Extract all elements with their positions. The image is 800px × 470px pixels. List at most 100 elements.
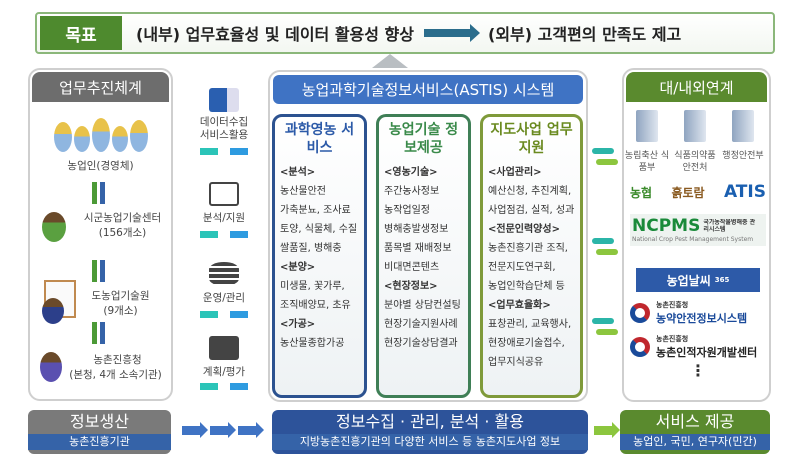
mid-step-analysis: 분석/지원	[182, 182, 266, 238]
more-ellipsis: ⋮	[690, 361, 706, 380]
list-item: 비대면콘텐츠	[384, 262, 440, 273]
list-item: 농촌진흥기관 조직,	[488, 243, 568, 254]
org-mfds: 식품의약품 안전처	[674, 151, 716, 173]
farmers-icon	[30, 112, 171, 152]
list-item: 주간농사정보	[384, 186, 440, 197]
org-mois: 행정안전부	[722, 151, 764, 161]
right-arrow-icon	[210, 422, 236, 438]
external-links-panel: 대/내외연계 농림축산 식품부 식품의약품 안전처 행정안전부 농협 흙토람 A…	[622, 68, 771, 402]
right-arrow-icon	[594, 422, 620, 438]
work-structure-panel: 업무추진체계 농업인(경영체) 시군농업기술센터 (156개소) 도농업기술원 …	[28, 68, 173, 401]
category-heading: <전문인력양성>	[488, 224, 560, 235]
list-item: 쌀품질, 병해충	[280, 243, 342, 254]
rda1-name: 농약안전정보시스템	[656, 312, 748, 325]
bidirectional-arrow-icon	[182, 148, 266, 155]
goal-label: 목표	[40, 16, 122, 50]
list-item: 미생물, 꽃가루,	[280, 281, 345, 292]
list-item: 예산신청, 추진계획,	[488, 186, 572, 197]
node-city-center: 시군농업기술센터 (156개소)	[30, 210, 171, 242]
exchange-arrows-icon	[92, 260, 105, 282]
list-item: 병해충발생정보	[384, 224, 449, 235]
person-icon	[42, 298, 64, 324]
taegeuk-icon	[630, 303, 650, 323]
category-heading: <분석>	[280, 167, 316, 178]
column-guidance-support: 지도사업 업무지원 <사업관리>예산신청, 추진계획,사업점검, 실적, 성과<…	[480, 114, 583, 398]
sync-arrows-icon	[592, 238, 620, 256]
category-heading: <가공>	[280, 319, 316, 330]
ncpms-logo[interactable]: NCPMS 국가농작물병해충 관리시스템 National Crop Pest …	[630, 214, 766, 246]
logo-row: 농협 흙토람 ATIS	[630, 182, 766, 202]
weather-name: 농업날씨	[666, 273, 711, 288]
category-heading: <영농기술>	[384, 167, 438, 178]
node-name: 농업인(경영체)	[67, 160, 134, 172]
mid-step-planning: 계획/평가	[182, 336, 266, 390]
node-name: 농촌진흥청	[93, 354, 142, 366]
presentation-icon	[209, 336, 239, 360]
node-sub: (본청, 4개 소속기관)	[69, 369, 162, 381]
column-title: 과학영농 서비스	[284, 122, 355, 156]
category-heading: <업무효율화>	[488, 300, 551, 311]
person-laptop-icon	[42, 212, 66, 242]
info-production-box: 정보생산 농촌진흥기관	[28, 410, 171, 454]
right-arrow-icon	[238, 422, 264, 438]
list-item: 전문지도연구회,	[488, 262, 556, 273]
service-provision-box: 서비스 제공 농업인, 국민, 연구자(민간)	[620, 410, 770, 454]
goal-external: (외부) 고객편의 만족도 제고	[488, 25, 682, 44]
list-item: 분야별 상담컨설팅	[384, 300, 461, 311]
node-rda: 농촌진흥청 (본청, 4개 소속기관)	[30, 352, 171, 382]
goal-internal: (내부) 업무효율성 및 데이터 활용성 향상	[136, 25, 414, 44]
list-item: 농작업일정	[384, 205, 430, 216]
box-sub: 농촌진흥기관	[28, 434, 171, 450]
list-item: 표창관리, 교육행사,	[488, 319, 572, 330]
list-item: 토양, 식물체, 수질	[280, 224, 358, 235]
bidirectional-arrow-icon	[182, 311, 266, 318]
list-item: 현장애로기술접수,	[488, 338, 565, 349]
person-laptop-icon	[40, 352, 62, 382]
ncpms-kr: 국가농작물병해충 관리시스템	[703, 219, 756, 233]
mid-label: 분석/지원	[202, 212, 246, 224]
building-icon	[732, 110, 754, 142]
astis-system-panel: 농업과학기술정보서비스(ASTIS) 시스템 과학영농 서비스 <분석> 농산물안…	[268, 70, 588, 402]
mid-label: 데이터수집 서비스활용	[199, 116, 249, 141]
panel-title: 농업과학기술정보서비스(ASTIS) 시스템	[273, 75, 583, 104]
list-item: 현장기술지원사례	[384, 319, 458, 330]
mid-step-operation: 운영/관리	[182, 262, 266, 318]
info-collection-box: 정보수집 · 관리, 분석 · 활용 지방농촌진흥기관의 다양한 서비스 등 농…	[272, 410, 588, 454]
rda-label: 농촌진흥청	[656, 335, 689, 343]
node-name: 도농업기술원	[91, 290, 150, 302]
list-item: 현장기술상담결과	[384, 338, 458, 349]
mid-label: 운영/관리	[202, 292, 246, 304]
list-item: 품목별 재배정보	[384, 243, 452, 254]
list-item: 업무지식공유	[488, 357, 544, 368]
column-title: 농업기술 정보제공	[388, 122, 459, 156]
mid-label: 계획/평가	[202, 366, 246, 378]
ncpms-name: NCPMS	[632, 216, 701, 236]
coins-icon	[209, 262, 239, 286]
atis-logo[interactable]: ATIS	[723, 182, 766, 202]
exchange-arrows-icon	[92, 182, 105, 204]
category-heading: <사업관리>	[488, 167, 542, 178]
node-farmers: 농업인(경영체)	[30, 112, 171, 173]
list-item: 가축분뇨, 조사료	[280, 205, 351, 216]
monitor-chart-icon	[209, 182, 239, 206]
category-heading: <현장정보>	[384, 281, 438, 292]
right-arrow-icon	[182, 422, 208, 438]
column-title: 지도사업 업무지원	[490, 122, 573, 156]
mid-step-data: 데이터수집 서비스활용	[182, 88, 266, 155]
node-name: 시군농업기술센터	[83, 212, 162, 224]
ncpms-en: National Crop Pest Management System	[632, 236, 754, 243]
heuktoram-logo[interactable]: 흙토람	[671, 185, 705, 200]
list-item: 조직배양묘, 초유	[280, 300, 351, 311]
exchange-arrows-icon	[92, 322, 105, 344]
node-sub: (9개소)	[103, 305, 138, 317]
nonghyup-logo[interactable]: 농협	[630, 185, 653, 200]
list-item: 농산물안전	[280, 186, 326, 197]
up-arrow-icon	[372, 54, 408, 68]
rda-label: 농촌진흥청	[656, 301, 689, 309]
building-icon	[636, 110, 658, 142]
goal-banner: 목표 (내부) 업무효율성 및 데이터 활용성 향상 (외부) 고객편의 만족도…	[35, 12, 775, 54]
